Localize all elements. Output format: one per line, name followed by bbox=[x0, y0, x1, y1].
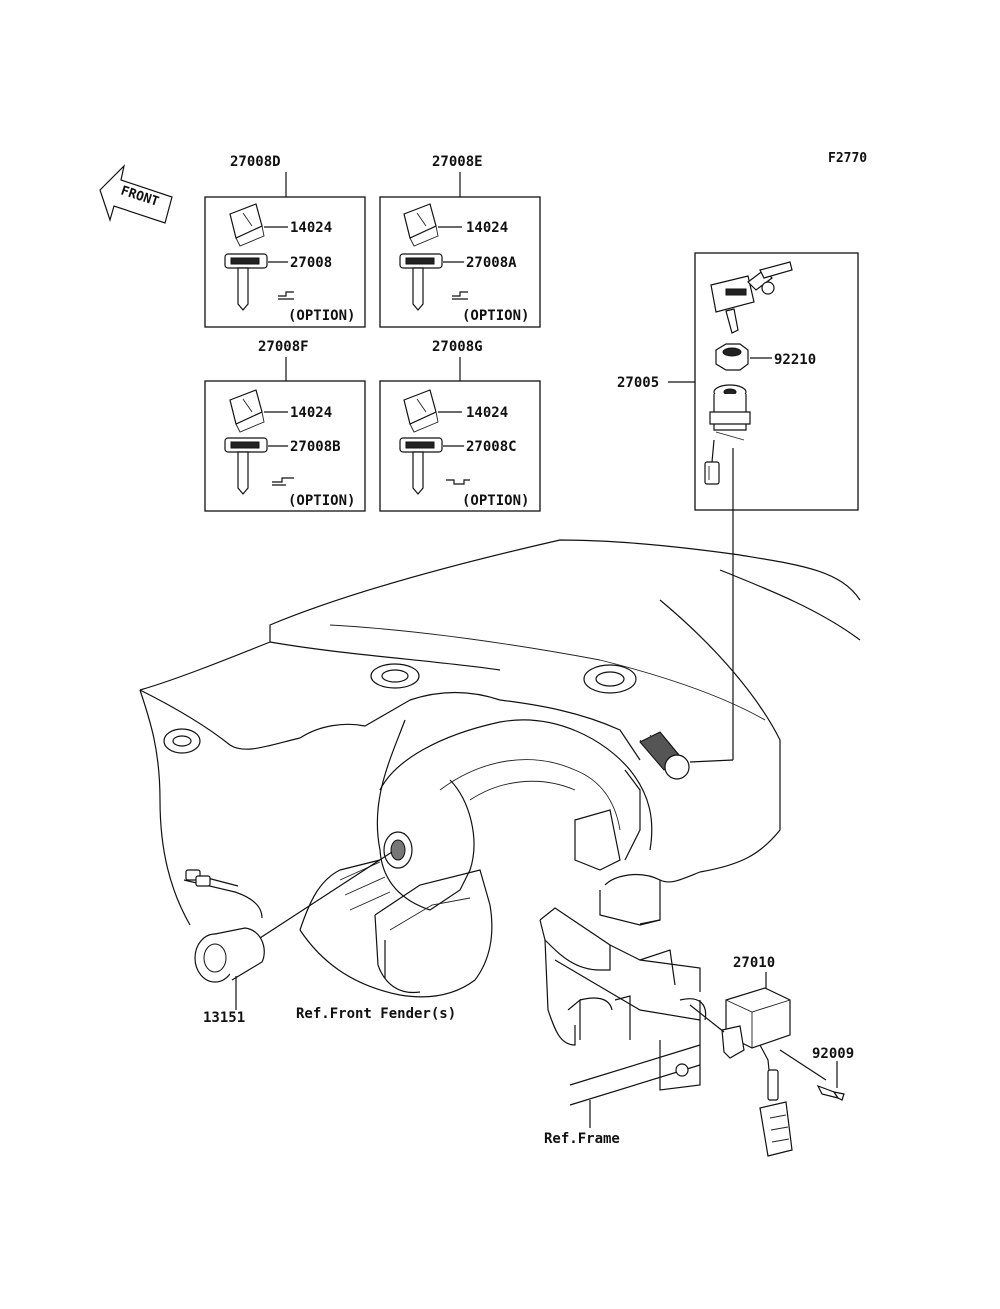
key-icon bbox=[399, 437, 443, 495]
fender-body bbox=[139, 539, 861, 998]
key-part-number: 27008C bbox=[466, 439, 517, 455]
harness-part-number: 13151 bbox=[203, 1010, 245, 1026]
ignition-key-icon bbox=[710, 261, 793, 334]
key-icon bbox=[399, 253, 443, 311]
ignition-switch-assembly: 27005 92210 bbox=[617, 252, 859, 763]
kit-27008e: 27008E 14024 27008A (OPTION) bbox=[379, 154, 541, 328]
ref-frame-label: Ref.Frame bbox=[544, 1131, 620, 1147]
ref-front-fender-label: Ref.Front Fender(s) bbox=[296, 1006, 456, 1022]
key-cut-profile-icon bbox=[278, 291, 294, 300]
harness-socket: 13151 bbox=[183, 851, 393, 1026]
kit-code: 27008D bbox=[230, 154, 281, 170]
cap-part-number: 14024 bbox=[466, 220, 508, 236]
kit-code: 27008E bbox=[432, 154, 483, 170]
kit-27008d: 27008D 14024 27008 (OPTION) bbox=[204, 154, 366, 328]
assembly-part-number: 27005 bbox=[617, 375, 659, 391]
key-part-number: 27008 bbox=[290, 255, 332, 271]
key-icon bbox=[224, 253, 268, 311]
key-cut-profile-icon bbox=[452, 291, 468, 300]
connector-part-number: 27010 bbox=[733, 955, 775, 971]
frame-bracket bbox=[539, 907, 707, 1106]
grommet-icon bbox=[583, 664, 637, 694]
cap-part-number: 14024 bbox=[290, 405, 332, 421]
option-label: (OPTION) bbox=[288, 493, 355, 509]
key-cap-icon bbox=[403, 389, 439, 433]
grommet-icon bbox=[163, 728, 201, 754]
key-cap-icon bbox=[229, 389, 265, 433]
grommet-icon bbox=[370, 663, 420, 689]
key-cap-icon bbox=[229, 203, 265, 247]
figure-code: F2770 bbox=[828, 151, 867, 166]
nut-part-number: 92210 bbox=[774, 352, 816, 368]
option-label: (OPTION) bbox=[462, 308, 529, 324]
screw-part: 92009 bbox=[779, 1046, 854, 1101]
key-cut-profile-icon bbox=[446, 479, 470, 485]
kit-code: 27008G bbox=[432, 339, 483, 355]
key-part-number: 27008B bbox=[290, 439, 341, 455]
nut-icon bbox=[715, 343, 749, 371]
switch-body-icon bbox=[704, 384, 751, 485]
option-label: (OPTION) bbox=[288, 308, 355, 324]
key-cap-icon bbox=[403, 203, 439, 247]
mount-hole-icon bbox=[383, 831, 413, 869]
kit-27008g: 27008G 14024 27008C (OPTION) bbox=[379, 339, 541, 512]
cap-part-number: 14024 bbox=[466, 405, 508, 421]
key-part-number: 27008A bbox=[466, 255, 517, 271]
connector-part: 27010 bbox=[689, 955, 793, 1157]
cap-part-number: 14024 bbox=[290, 220, 332, 236]
key-cut-profile-icon bbox=[272, 477, 294, 486]
kit-27008f: 27008F 14024 27008B (OPTION) bbox=[204, 339, 366, 512]
option-label: (OPTION) bbox=[462, 493, 529, 509]
switch-hole-icon bbox=[664, 754, 690, 780]
screw-part-number: 92009 bbox=[812, 1046, 854, 1062]
key-icon bbox=[224, 437, 268, 495]
kit-code: 27008F bbox=[258, 339, 309, 355]
front-arrow-icon: FRONT bbox=[99, 164, 173, 224]
